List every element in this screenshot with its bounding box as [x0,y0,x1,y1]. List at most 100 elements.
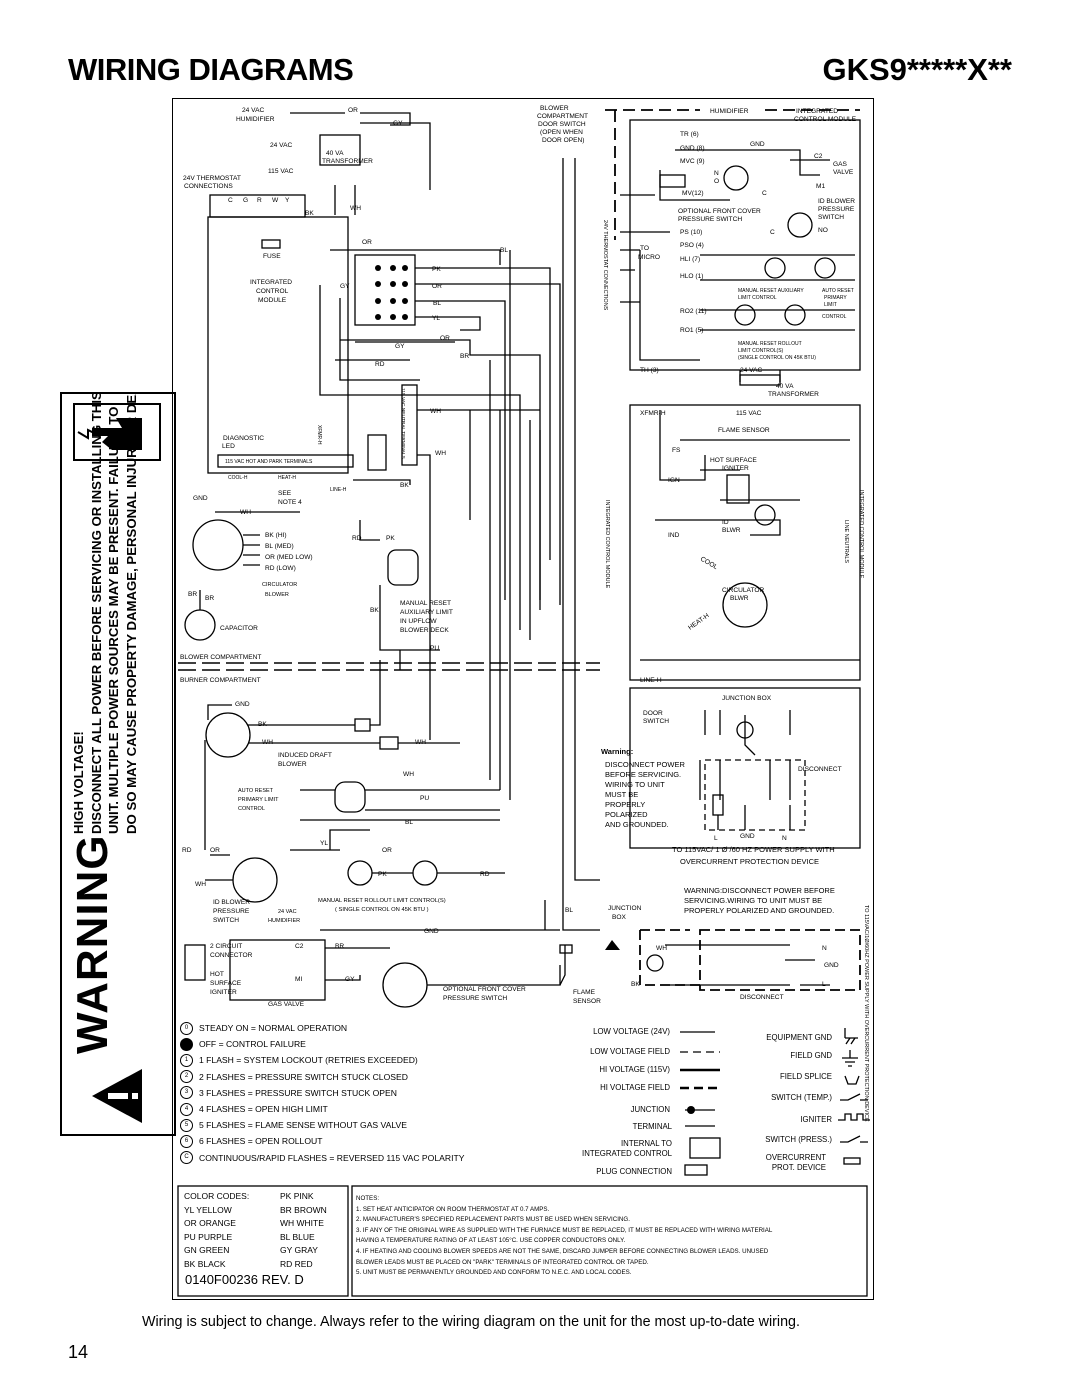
note-item: HAVING A TEMPERATURE RATING OF AT LEAST … [356,1237,626,1245]
label: OR [382,847,392,854]
label: BLOWER [265,592,289,598]
label: DOOR SWITCH [538,121,586,128]
label: C [770,229,775,236]
label: BL [433,300,441,307]
label: DIAGNOSTIC [223,435,264,442]
label: IGNITER [210,989,237,996]
label: PS (10) [680,229,702,236]
label: WH [430,408,441,415]
label: ( SINGLE CONTROL ON 45K BTU ) [335,907,429,913]
label: 24V THERMOSTAT CONNECTIONS [602,220,608,311]
led-legend-text: 1 FLASH = SYSTEM LOCKOUT (RETRIES EXCEED… [199,1055,418,1066]
legend-label: LOW VOLTAGE FIELD [590,1047,670,1056]
label: WH [262,739,273,746]
label: 24V THERMOSTAT [183,175,241,182]
label: HOT [210,971,224,978]
label: PROPERLY [605,800,645,809]
led-bulb-icon: 5 [180,1118,193,1132]
label: CONTROL [256,288,289,295]
label: MV(12) [682,190,704,197]
led-bulb-icon: 1 [180,1053,193,1067]
page-number: 14 [68,1342,89,1362]
label: GND [750,141,765,148]
label: AUXILIARY LIMIT [400,609,453,616]
label: TO [640,245,649,252]
label: C2 [814,153,823,160]
label: RD [480,871,490,878]
label: VALVE [833,169,854,176]
color-codes-left: COLOR CODES: YL YELLOW OR ORANGE PU PURP… [184,1190,249,1271]
color-codes-title: COLOR CODES: [184,1191,250,1201]
label: MICRO [638,254,660,261]
color-code: GN GREEN [184,1245,230,1255]
label: MI [295,976,302,983]
label: C2 [295,943,304,950]
label: YL [320,840,328,847]
notes-title: NOTES: [356,1195,380,1202]
color-code: GY GRAY [280,1245,318,1255]
label: PK [386,535,395,542]
label: MVC (9) [680,158,705,165]
label: PRIMARY [824,295,847,301]
led-legend-text: OFF = CONTROL FAILURE [199,1039,306,1050]
label: COOL-H [228,475,248,481]
label: GND (8) [680,145,705,152]
label: HOT SURFACE [710,457,757,464]
label: TO 115VAC/ 1 Ø /60 HZ POWER SUPPLY WITH [672,845,835,854]
label: BK [400,482,409,489]
label: BURNER COMPARTMENT [180,677,261,684]
label: LINE-H [640,677,662,684]
warning-triangle-icon [92,1069,142,1123]
label: N [714,170,719,177]
led-legend-row: 1 1 FLASH = SYSTEM LOCKOUT (RETRIES EXCEE… [180,1052,464,1068]
label: Y [285,197,290,204]
label: (OPEN WHEN [540,129,583,136]
legend-label: TERMINAL [633,1122,673,1131]
legend-label: PROT. DEVICE [772,1163,826,1172]
label: TRANSFORMER [768,391,819,398]
label: DISCONNECT [740,994,784,1001]
note-item: 1. SET HEAT ANTICIPATOR ON ROOM THERMOST… [356,1205,550,1213]
label: SWITCH [643,718,669,725]
label: HUMIDIFIER [268,918,300,924]
label: BK [370,607,379,614]
warning-banner: WARNING HIGH VOLTAGE! DISCONNECT ALL POW… [60,392,176,1136]
label: SWITCH [818,214,844,221]
note-item: 3. IF ANY OF THE ORIGINAL WIRE AS SUPPLI… [356,1226,773,1234]
color-code: BR BROWN [280,1204,327,1215]
label: MODULE [258,297,287,304]
label: COMPARTMENT [537,113,588,120]
color-codes-right: PK PINK BR BROWN WH WHITE BL BLUE GY GRA… [280,1190,327,1271]
legend-label: PLUG CONNECTION [596,1167,672,1176]
led-bulb-icon: C [180,1151,193,1165]
led-legend-text: 3 FLASHES = PRESSURE SWITCH STUCK OPEN [199,1087,397,1098]
color-code: YL YELLOW [184,1204,232,1215]
label: LINE NEUTRALS [843,520,849,563]
label: HUMIDIFIER [710,108,749,115]
legend-label: SWITCH (PRESS.) [765,1135,832,1144]
legend-label: IGNITER [800,1115,832,1124]
label: INTEGRATED [796,108,838,115]
label: RD [352,535,362,542]
label: PRIMARY LIMIT [238,797,279,803]
label: GY [393,120,403,127]
label: WH [415,739,426,746]
label: OR [440,335,450,342]
label: SEE [278,490,292,497]
label: HEAT-H [278,475,296,481]
label: WH [403,771,414,778]
label: HLI (7) [680,256,700,263]
label: XFMR-H [640,410,666,417]
label: CONNECTIONS [184,183,233,190]
label: BLOWER DECK [400,627,449,634]
label: INDUCED DRAFT [278,752,332,759]
note-item: 4. IF HEATING AND COOLING BLOWER SPEEDS … [356,1247,769,1255]
label: WH [195,881,206,888]
label: CONNECTOR [210,952,253,959]
label: LIMIT CONTROL(S) [738,348,784,354]
label: JUNCTION BOX [722,695,772,702]
diagram-frame [172,98,874,1300]
legend-label: LOW VOLTAGE (24V) [593,1027,670,1036]
